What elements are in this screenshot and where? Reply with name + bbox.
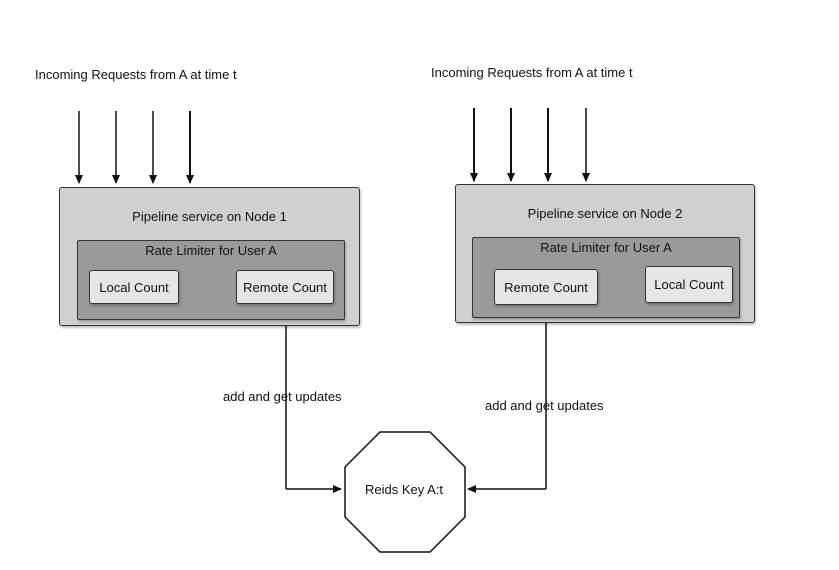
local-count-box: Local Count — [89, 270, 179, 304]
redis-key-label: Reids Key A:t — [365, 482, 444, 497]
incoming-requests-label: Incoming Requests from A at time t — [431, 65, 633, 80]
rate-limiter-title: Rate Limiter for User A — [145, 243, 277, 258]
node-title: Pipeline service on Node 1 — [132, 209, 287, 224]
local-count-box: Local Count — [645, 266, 733, 303]
redis-key-octagon — [344, 431, 466, 553]
edge-label: add and get updates — [223, 389, 342, 404]
rate-limiter-title: Rate Limiter for User A — [540, 240, 672, 255]
incoming-requests-label: Incoming Requests from A at time t — [35, 67, 237, 82]
remote-count-box: Remote Count — [236, 270, 334, 304]
edge-label: add and get updates — [485, 398, 604, 413]
remote-count-box: Remote Count — [494, 269, 598, 305]
node-title: Pipeline service on Node 2 — [527, 206, 683, 221]
